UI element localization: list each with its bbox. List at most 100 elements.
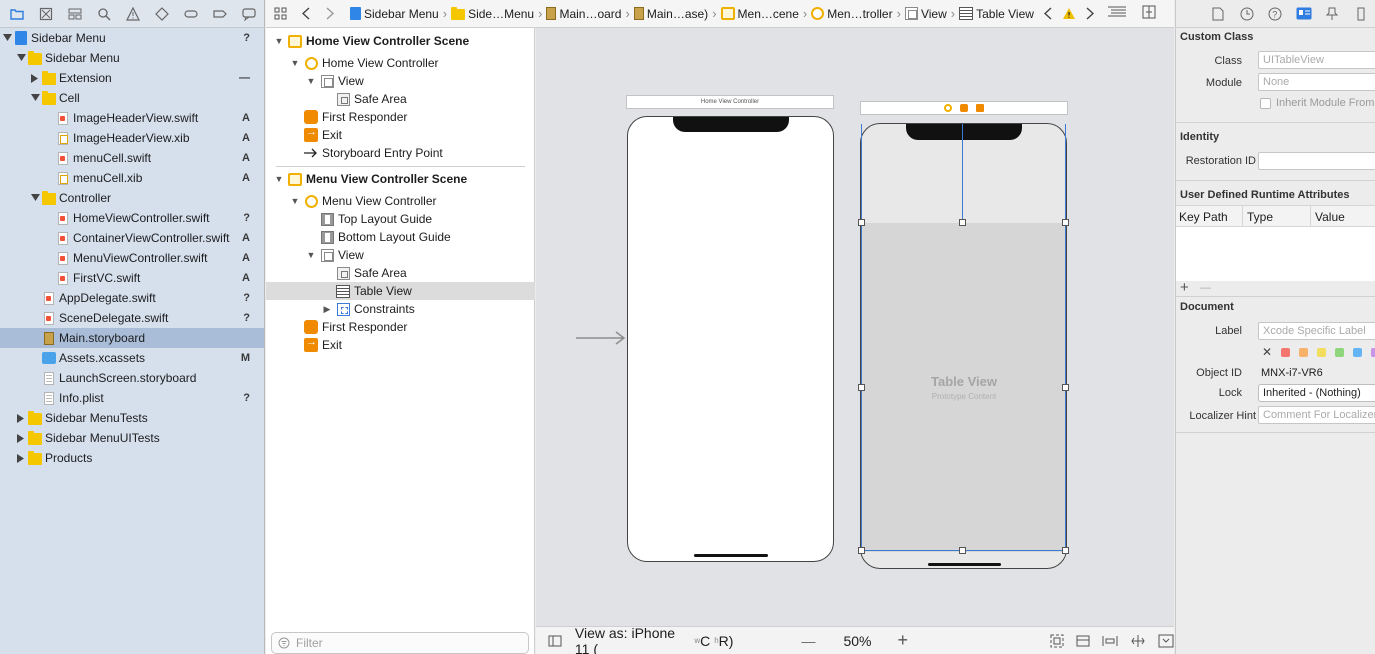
breadcrumb-view[interactable]: View — [904, 7, 947, 21]
navigator-item[interactable]: LaunchScreen.storyboard — [0, 368, 264, 388]
home-phone-frame[interactable] — [627, 116, 834, 562]
history-inspector-icon[interactable] — [1233, 0, 1262, 28]
navigator-item[interactable]: Sidebar Menu — [0, 48, 264, 68]
disclosure-open-icon[interactable] — [30, 193, 40, 203]
resize-handle[interactable] — [959, 547, 966, 554]
navigator-item[interactable]: AppDelegate.swift? — [0, 288, 264, 308]
test-icon[interactable] — [148, 0, 177, 28]
color-swatch-purple[interactable] — [1371, 347, 1375, 357]
navigator-item[interactable]: Main.storyboard — [0, 328, 264, 348]
back-arrow-icon[interactable] — [294, 7, 318, 20]
resolve-issues-icon[interactable] — [1158, 634, 1174, 648]
add-editor-icon[interactable] — [1142, 5, 1156, 22]
outline-table-view[interactable]: Table View — [266, 282, 535, 300]
warning-icon[interactable] — [118, 0, 147, 28]
disclosure-open-icon[interactable] — [30, 93, 40, 103]
resize-handle[interactable] — [1062, 384, 1069, 391]
disclosure-open-icon[interactable]: ▼ — [290, 58, 300, 68]
breadcrumb-project[interactable]: Sidebar Menu — [350, 7, 439, 21]
disclosure-closed-icon[interactable] — [16, 433, 26, 443]
disclosure-closed-icon[interactable] — [30, 73, 40, 83]
color-swatch-green[interactable] — [1335, 347, 1345, 357]
breadcrumb-controller[interactable]: Men…troller — [811, 7, 893, 21]
navigator-item[interactable]: Products — [0, 448, 264, 468]
navigator-item[interactable]: Info.plist? — [0, 388, 264, 408]
navigator-item[interactable]: HomeViewController.swift? — [0, 208, 264, 228]
resize-handle[interactable] — [858, 384, 865, 391]
outline-menu-first-responder[interactable]: First Responder — [266, 318, 535, 336]
update-frames-icon[interactable] — [1050, 634, 1064, 648]
view-controller-icon[interactable] — [944, 104, 952, 112]
outline-home-vc[interactable]: ▼ Home View Controller — [266, 54, 535, 72]
column-key-path[interactable]: Key Path — [1179, 210, 1228, 224]
clear-color-icon[interactable]: ✕ — [1262, 345, 1273, 359]
class-field[interactable]: UITableView — [1258, 51, 1375, 69]
remove-attribute-button[interactable]: — — [1200, 282, 1211, 294]
navigator-item[interactable]: Sidebar MenuUITests — [0, 428, 264, 448]
add-attribute-button[interactable]: + — [1180, 279, 1189, 296]
breadcrumb-scene[interactable]: Men…cene — [720, 7, 799, 21]
outline-menu-exit[interactable]: Exit — [266, 336, 535, 354]
column-value[interactable]: Value — [1315, 210, 1345, 224]
next-issue-icon[interactable] — [1086, 7, 1094, 20]
attributes-inspector-icon[interactable] — [1318, 0, 1347, 28]
disclosure-open-icon[interactable]: ▼ — [290, 196, 300, 206]
related-items-icon[interactable] — [266, 7, 294, 20]
navigator-item[interactable]: Sidebar MenuTests — [0, 408, 264, 428]
color-swatch-orange[interactable] — [1299, 347, 1309, 357]
disclosure-closed-icon[interactable] — [16, 453, 26, 463]
navigator-item[interactable]: Sidebar Menu? — [0, 28, 264, 48]
disclosure-open-icon[interactable] — [16, 53, 26, 63]
outline-menu-safe-area[interactable]: Safe Area — [266, 264, 535, 282]
size-inspector-icon[interactable] — [1347, 0, 1375, 28]
disclosure-open-icon[interactable]: ▼ — [306, 250, 316, 260]
disclosure-closed-icon[interactable]: ▶ — [323, 303, 331, 314]
column-type[interactable]: Type — [1247, 210, 1274, 224]
inherit-module-checkbox[interactable]: Inherit Module From — [1260, 97, 1374, 109]
hierarchy-icon[interactable] — [60, 0, 89, 28]
help-inspector-icon[interactable]: ? — [1261, 0, 1290, 28]
identity-inspector-icon[interactable] — [1290, 0, 1319, 28]
navigator-item[interactable]: Cell — [0, 88, 264, 108]
previous-issue-icon[interactable] — [1043, 7, 1052, 20]
storyboard-canvas[interactable]: Home View Controller Table View Prototyp… — [536, 28, 1174, 626]
outline-menu-vc[interactable]: ▼ Menu View Controller — [266, 192, 535, 210]
menu-scene-dock[interactable] — [860, 101, 1068, 115]
folder-icon[interactable] — [2, 0, 31, 28]
resize-handle[interactable] — [1062, 219, 1069, 226]
menu-phone-frame[interactable]: Table View Prototype Content — [860, 123, 1067, 569]
search-icon[interactable] — [89, 0, 118, 28]
resize-handle[interactable] — [1062, 547, 1069, 554]
breadcrumb-table-view[interactable]: Table View — [959, 7, 1034, 21]
checkbox-icon[interactable] — [1260, 97, 1271, 109]
outline-home-safe-area[interactable]: Safe Area — [266, 90, 535, 108]
first-responder-icon[interactable] — [960, 104, 968, 112]
zoom-out-button[interactable]: — — [801, 632, 816, 649]
restoration-id-field[interactable] — [1258, 152, 1375, 170]
toggle-outline-icon[interactable] — [536, 635, 574, 647]
outline-constraints[interactable]: ▶ Constraints — [266, 300, 535, 318]
breakpoint-icon[interactable] — [206, 0, 235, 28]
color-swatch-yellow[interactable] — [1317, 347, 1327, 357]
navigator-item[interactable]: Extension— — [0, 68, 264, 88]
outline-home-first-responder[interactable]: First Responder — [266, 108, 535, 126]
navigator-item[interactable]: Controller — [0, 188, 264, 208]
outline-filter[interactable]: Filter — [271, 632, 529, 654]
table-view[interactable]: Table View Prototype Content — [861, 223, 1066, 552]
outline-bottom-layout-guide[interactable]: Bottom Layout Guide — [266, 228, 535, 246]
outline-scene-menu[interactable]: ▼ Menu View Controller Scene — [266, 170, 535, 188]
source-control-icon[interactable] — [31, 0, 60, 28]
disclosure-closed-icon[interactable] — [16, 413, 26, 423]
outline-top-layout-guide[interactable]: Top Layout Guide — [266, 210, 535, 228]
forward-arrow-icon[interactable] — [318, 7, 342, 20]
outline-home-view[interactable]: ▼ View — [266, 72, 535, 90]
align-icon[interactable] — [1102, 634, 1118, 648]
exit-icon[interactable] — [976, 104, 984, 112]
